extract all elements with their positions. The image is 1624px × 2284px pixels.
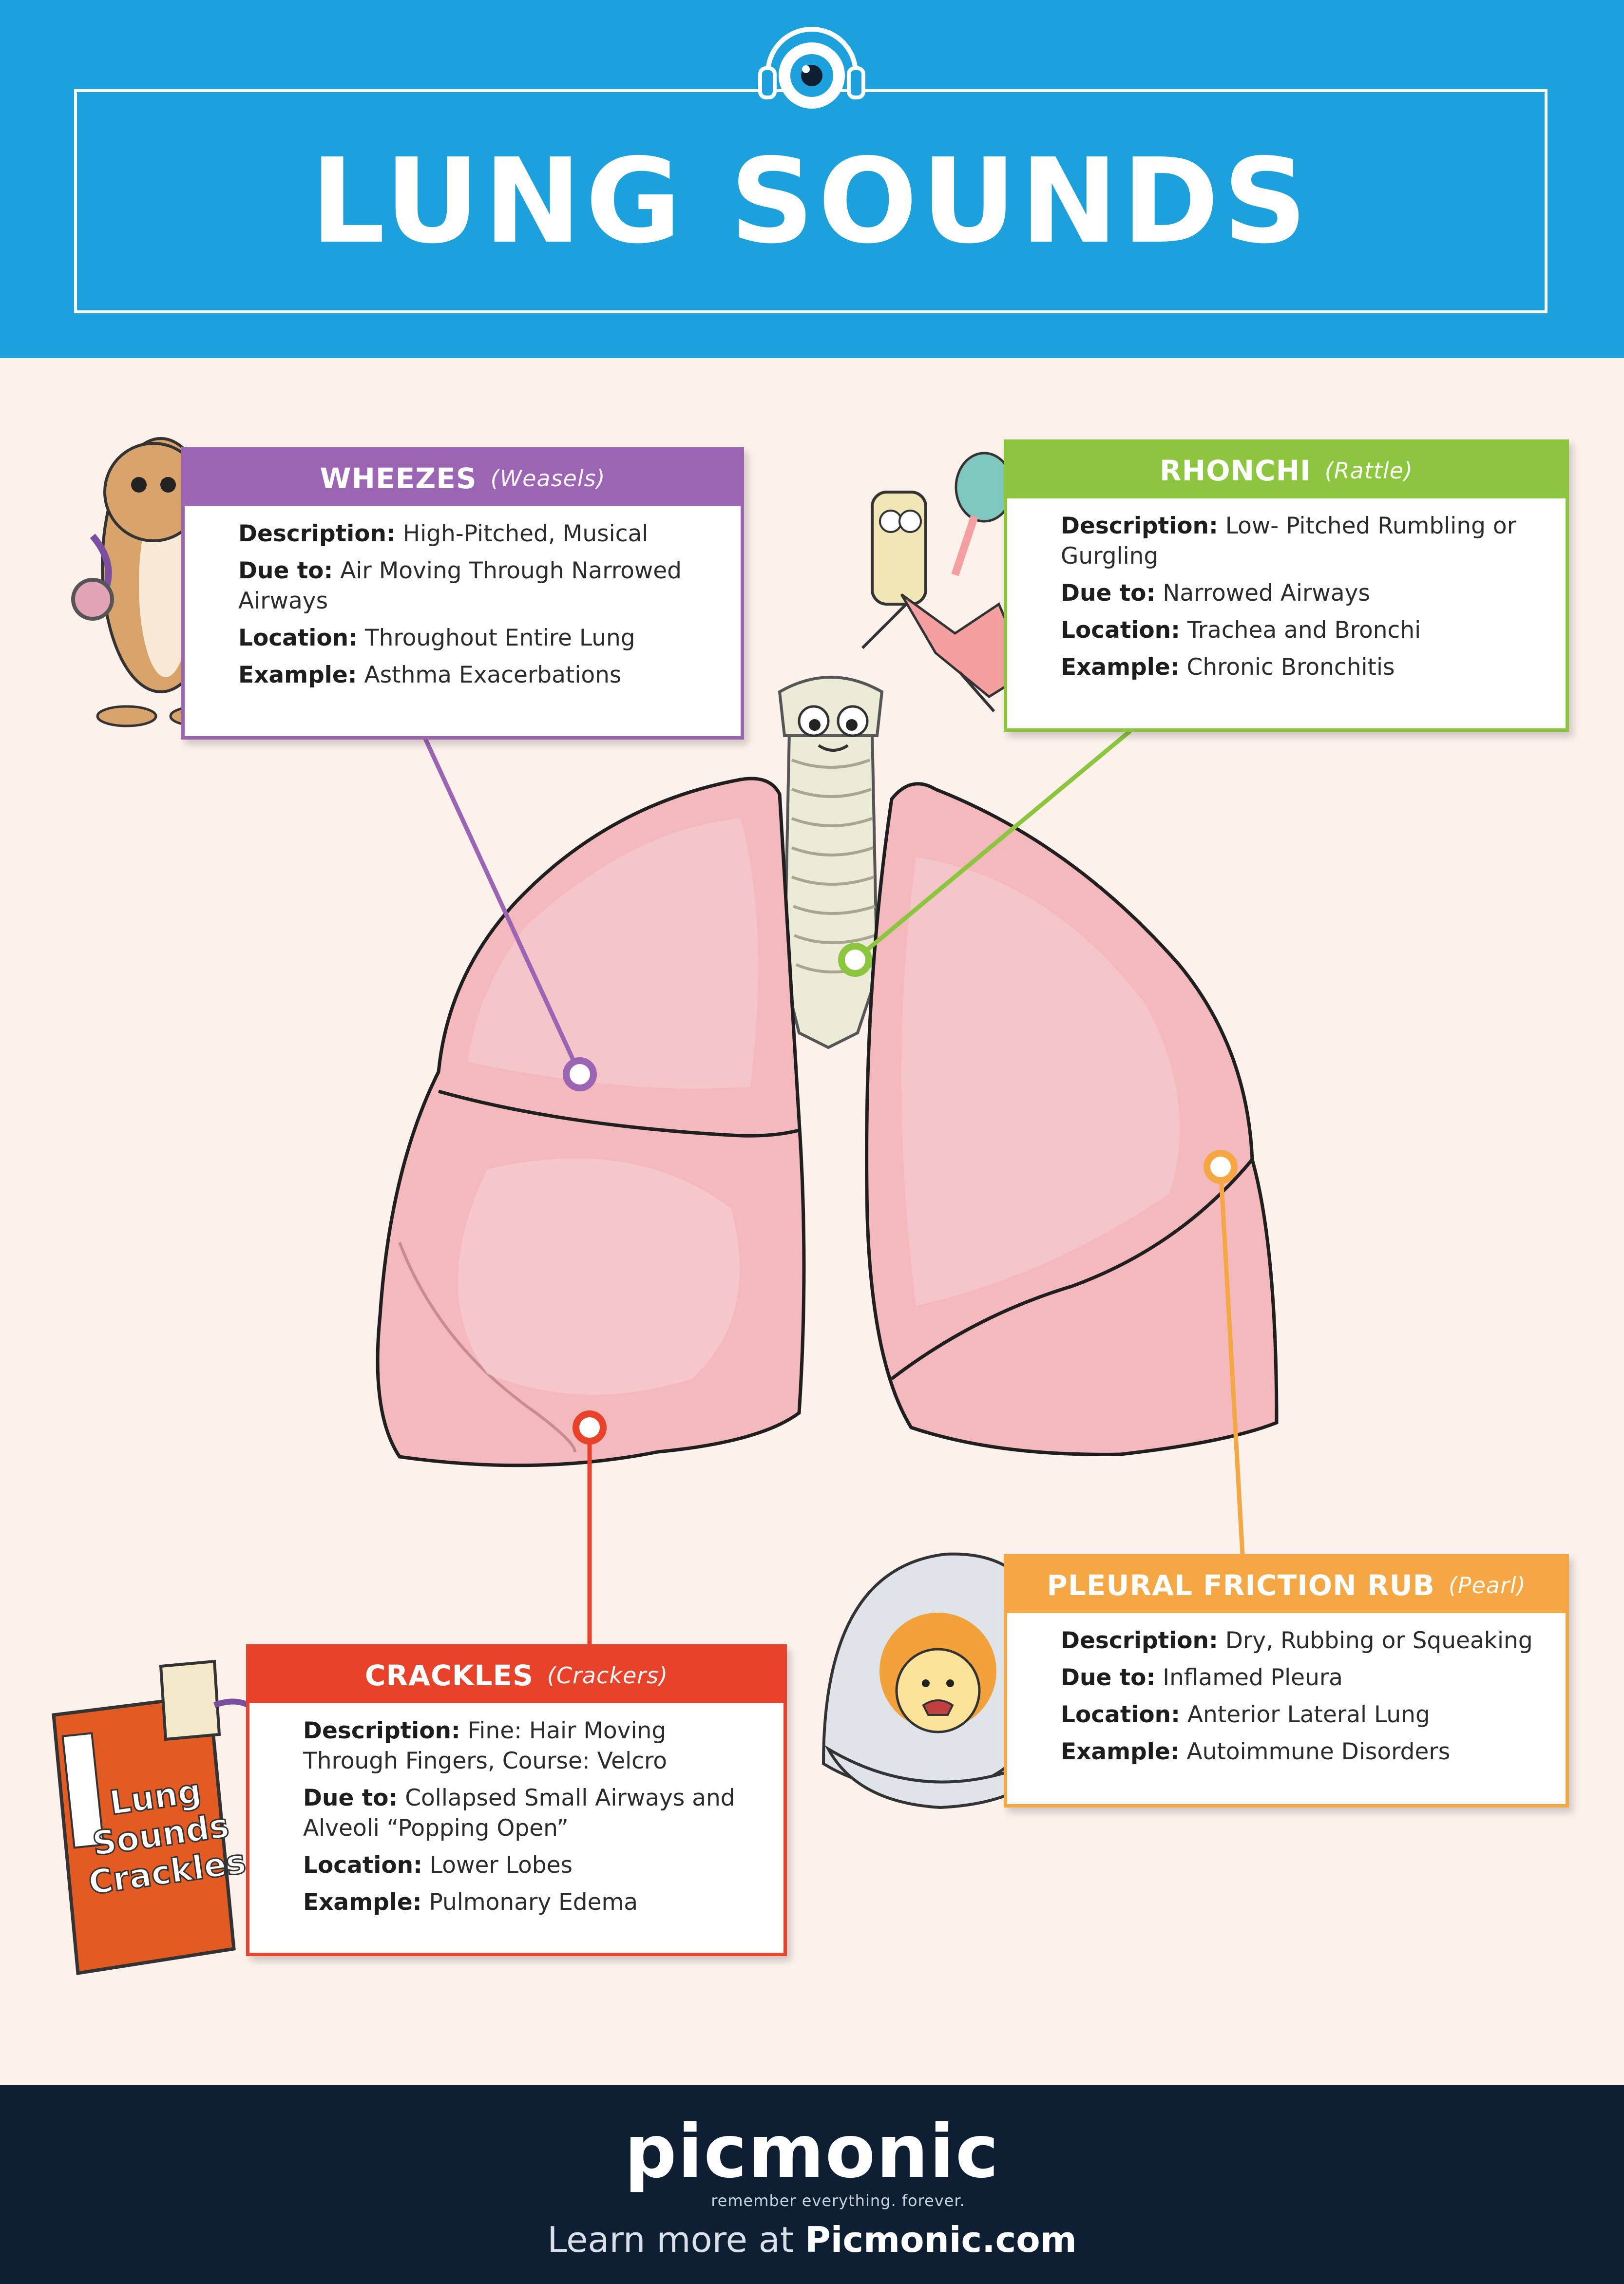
pleural-card-body: Description: Dry, Rubbing or Squeaking D… xyxy=(1007,1613,1566,1784)
crackles-description: Fine: Hair Moving Through Fingers, Cours… xyxy=(303,1717,668,1774)
crackles-location: Lower Lobes xyxy=(429,1852,573,1879)
rhonchi-title: RHONCHI xyxy=(1160,454,1311,487)
crackles-title: CRACKLES xyxy=(364,1659,534,1692)
trachea xyxy=(778,676,884,1049)
pleural-location: Anterior Lateral Lung xyxy=(1187,1701,1430,1728)
wheezes-description-row: Description: High-Pitched, Musical xyxy=(238,519,721,549)
crackles-mnemonic: (Crackers) xyxy=(547,1662,669,1689)
example-label: Example: xyxy=(1061,654,1180,681)
rhonchi-example-row: Example: Chronic Bronchitis xyxy=(1061,652,1546,683)
right-lung-shape xyxy=(865,782,1279,1456)
page-title: LUNG SOUNDS xyxy=(310,133,1311,269)
brand-tagline: remember everything. forever. xyxy=(711,2191,965,2210)
crackles-card: CRACKLES (Crackers) Description: Fine: H… xyxy=(246,1644,787,1956)
rhonchi-example: Chronic Bronchitis xyxy=(1186,654,1395,681)
wheezes-card: WHEEZES (Weasels) Description: High-Pitc… xyxy=(181,447,744,740)
cracker-box-mnemonic-icon xyxy=(52,1659,281,1976)
pleural-due: Inflamed Pleura xyxy=(1163,1664,1343,1691)
crackles-location-row: Location: Lower Lobes xyxy=(303,1850,764,1881)
learn-more-prefix: Learn more at xyxy=(547,2219,805,2260)
crackles-description-row: Description: Fine: Hair Moving Through F… xyxy=(303,1716,764,1776)
wheezes-connector xyxy=(421,735,597,1091)
learn-more-text: Learn more at Picmonic.com xyxy=(0,2219,1624,2260)
crackles-example-row: Example: Pulmonary Edema xyxy=(303,1887,764,1918)
pleural-due-row: Due to: Inflamed Pleura xyxy=(1061,1663,1546,1693)
example-label: Example: xyxy=(303,1889,422,1916)
description-label: Description: xyxy=(238,520,396,547)
crackles-due-row: Due to: Collapsed Small Airways and Alve… xyxy=(303,1783,764,1844)
rhonchi-due-row: Due to: Narrowed Airways xyxy=(1061,578,1546,609)
description-label: Description: xyxy=(303,1717,460,1744)
wheezes-due-row: Due to: Air Moving Through Narrowed Airw… xyxy=(238,556,721,616)
location-label: Location: xyxy=(303,1852,422,1879)
due-label: Due to: xyxy=(303,1785,398,1811)
wheezes-location-row: Location: Throughout Entire Lung xyxy=(238,623,721,653)
wheezes-mnemonic: (Weasels) xyxy=(490,465,606,492)
pleural-example-row: Example: Autoimmune Disorders xyxy=(1061,1737,1546,1767)
due-label: Due to: xyxy=(238,557,333,584)
pleural-example: Autoimmune Disorders xyxy=(1186,1738,1451,1765)
pleural-connector xyxy=(1204,1150,1245,1555)
location-label: Location: xyxy=(1061,1701,1180,1728)
rhonchi-mnemonic: (Rattle) xyxy=(1324,457,1413,484)
example-label: Example: xyxy=(1061,1738,1180,1765)
pleural-mnemonic: (Pearl) xyxy=(1448,1572,1526,1599)
pleural-friction-rub-card: PLEURAL FRICTION RUB (Pearl) Description… xyxy=(1004,1554,1569,1808)
rhonchi-location: Trachea and Bronchi xyxy=(1187,617,1421,644)
wheezes-example-row: Example: Asthma Exacerbations xyxy=(238,660,721,690)
wheezes-card-header: WHEEZES (Weasels) xyxy=(185,451,741,506)
description-label: Description: xyxy=(1061,1627,1218,1654)
pleural-card-header: PLEURAL FRICTION RUB (Pearl) xyxy=(1007,1558,1566,1613)
wheezes-title: WHEEZES xyxy=(320,462,477,495)
rhonchi-location-row: Location: Trachea and Bronchi xyxy=(1061,615,1546,646)
pleural-title: PLEURAL FRICTION RUB xyxy=(1047,1569,1435,1602)
wheezes-due: Air Moving Through Narrowed Airways xyxy=(238,557,682,614)
rhonchi-description-row: Description: Low- Pitched Rumbling or Gu… xyxy=(1061,511,1546,571)
crackles-example: Pulmonary Edema xyxy=(429,1889,638,1916)
footer-bar xyxy=(0,2085,1624,2284)
rhonchi-card-header: RHONCHI (Rattle) xyxy=(1007,443,1566,498)
wheezes-example: Asthma Exacerbations xyxy=(364,662,622,688)
eye-logo-icon xyxy=(758,27,865,109)
location-label: Location: xyxy=(1061,617,1180,644)
rhonchi-description: Low- Pitched Rumbling or Gurgling xyxy=(1061,513,1517,570)
wheezes-location: Throughout Entire Lung xyxy=(364,625,635,651)
crackles-card-body: Description: Fine: Hair Moving Through F… xyxy=(249,1703,783,1934)
example-label: Example: xyxy=(238,662,357,688)
cracker-box-lettering: Lung Sounds Crackles xyxy=(76,1768,249,1903)
due-label: Due to: xyxy=(1061,580,1156,607)
rhonchi-connector xyxy=(838,729,1132,977)
description-label: Description: xyxy=(1061,513,1218,539)
rhonchi-due: Narrowed Airways xyxy=(1163,580,1370,607)
crackles-connector xyxy=(573,1410,607,1644)
crackles-due: Collapsed Small Airways and Alveoli “Pop… xyxy=(303,1785,735,1842)
wheezes-description: High-Pitched, Musical xyxy=(402,520,649,547)
learn-more-link[interactable]: Picmonic.com xyxy=(804,2219,1077,2260)
rhonchi-card-body: Description: Low- Pitched Rumbling or Gu… xyxy=(1007,498,1566,699)
pleural-description: Dry, Rubbing or Squeaking xyxy=(1225,1627,1533,1654)
location-label: Location: xyxy=(238,625,358,651)
rhonchi-card: RHONCHI (Rattle) Description: Low- Pitch… xyxy=(1004,439,1569,732)
picmonic-logo: picmonic xyxy=(624,2110,1000,2194)
wheezes-card-body: Description: High-Pitched, Musical Due t… xyxy=(185,506,741,707)
pleural-location-row: Location: Anterior Lateral Lung xyxy=(1061,1700,1546,1730)
left-lung-shape xyxy=(376,777,806,1467)
rattle-mnemonic-icon xyxy=(861,452,1030,712)
pleural-description-row: Description: Dry, Rubbing or Squeaking xyxy=(1061,1626,1546,1656)
due-label: Due to: xyxy=(1061,1664,1156,1691)
crackles-card-header: CRACKLES (Crackers) xyxy=(249,1648,783,1703)
